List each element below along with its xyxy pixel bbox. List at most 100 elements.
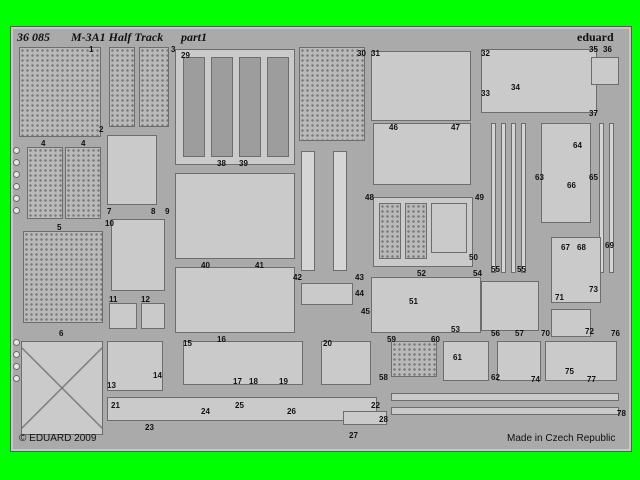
frame-32 bbox=[481, 49, 597, 113]
cluster-60-62 bbox=[443, 341, 489, 381]
part-number-label: 5 bbox=[57, 223, 62, 232]
cluster-75-77 bbox=[545, 341, 617, 381]
mesh-plate-3a bbox=[109, 47, 135, 127]
plate-13-14 bbox=[107, 341, 163, 391]
strip-78b bbox=[391, 407, 619, 415]
bracket-31 bbox=[371, 51, 471, 121]
part-number-label: 15 bbox=[183, 339, 192, 348]
panel-38-39 bbox=[175, 173, 295, 259]
plate-6 bbox=[21, 341, 103, 435]
part-number-label: 31 bbox=[371, 49, 380, 58]
part-number-label: 7 bbox=[107, 207, 112, 216]
part-number-label: 3 bbox=[171, 45, 176, 54]
mesh-plate-4b bbox=[65, 147, 101, 219]
rivet-hole bbox=[13, 171, 20, 178]
part-number-label: 64 bbox=[573, 141, 582, 150]
part-number-label: 71 bbox=[555, 293, 564, 302]
copyright: © EDUARD 2009 bbox=[19, 433, 97, 444]
part-number-label: 47 bbox=[451, 123, 460, 132]
cluster-51-53 bbox=[371, 277, 481, 333]
part-number-label: 2 bbox=[99, 125, 104, 134]
part-number-label: 24 bbox=[201, 407, 210, 416]
part-number-label: 38 bbox=[217, 159, 226, 168]
rivet-hole bbox=[13, 207, 20, 214]
part-number-label: 4 bbox=[41, 139, 46, 148]
part-number-label: 51 bbox=[409, 297, 418, 306]
part-number-label: 20 bbox=[323, 339, 332, 348]
panel-29-strip-c bbox=[239, 57, 261, 157]
part-number-label: 26 bbox=[287, 407, 296, 416]
rivet-hole bbox=[13, 351, 20, 358]
part-number-label: 69 bbox=[605, 241, 614, 250]
panel-29-strip-b bbox=[211, 57, 233, 157]
part-number-label: 12 bbox=[141, 295, 150, 304]
part-number-label: 70 bbox=[541, 329, 550, 338]
part-number-label: 32 bbox=[481, 49, 490, 58]
part-number-label: 43 bbox=[355, 273, 364, 282]
bar-d bbox=[521, 123, 526, 273]
part-number-label: 50 bbox=[469, 253, 478, 262]
mesh-48a bbox=[379, 203, 401, 259]
part-number-label: 41 bbox=[255, 261, 264, 270]
panel-40-41 bbox=[175, 267, 295, 333]
part-number-label: 77 bbox=[587, 375, 596, 384]
part-number-label: 74 bbox=[531, 375, 540, 384]
sheet-code: 36 085 bbox=[17, 30, 50, 44]
part-number-label: 28 bbox=[379, 415, 388, 424]
part-number-label: 57 bbox=[515, 329, 524, 338]
part-number-label: 18 bbox=[249, 377, 258, 386]
rivet-hole bbox=[13, 363, 20, 370]
rivet-hole bbox=[13, 195, 20, 202]
part-number-label: 42 bbox=[293, 273, 302, 282]
brand-logo: eduard bbox=[577, 30, 614, 44]
part-number-label: 11 bbox=[109, 295, 118, 304]
bar-e bbox=[599, 123, 604, 273]
part-number-label: 40 bbox=[201, 261, 210, 270]
rivet-hole bbox=[13, 183, 20, 190]
made-in: Made in Czech Republic bbox=[507, 433, 616, 444]
plate-46-47 bbox=[373, 123, 471, 185]
part-number-label: 8 bbox=[151, 207, 156, 216]
cluster-20-22 bbox=[321, 341, 371, 385]
strip-28 bbox=[343, 411, 387, 425]
part-number-label: 29 bbox=[181, 51, 190, 60]
parts-35-36 bbox=[591, 57, 619, 85]
part-number-label: 23 bbox=[145, 423, 154, 432]
cluster-74 bbox=[497, 341, 541, 381]
mesh-48b bbox=[405, 203, 427, 259]
part-number-label: 16 bbox=[217, 335, 226, 344]
part-number-label: 34 bbox=[511, 83, 520, 92]
part-number-label: 55 bbox=[517, 265, 526, 274]
part-number-label: 76 bbox=[611, 329, 620, 338]
mesh-plate-3b bbox=[139, 47, 169, 127]
part-number-label: 58 bbox=[379, 373, 388, 382]
part-number-label: 63 bbox=[535, 173, 544, 182]
part-number-label: 54 bbox=[473, 269, 482, 278]
part-number-label: 67 bbox=[561, 243, 570, 252]
rivet-hole bbox=[13, 339, 20, 346]
bar-c bbox=[511, 123, 516, 273]
part-number-label: 13 bbox=[107, 381, 116, 390]
part-number-label: 48 bbox=[365, 193, 374, 202]
part-number-label: 25 bbox=[235, 401, 244, 410]
cluster-63-66 bbox=[541, 123, 591, 223]
part-number-label: 4 bbox=[81, 139, 86, 148]
part-number-label: 1 bbox=[89, 45, 94, 54]
ladder-42 bbox=[301, 151, 315, 271]
sheet-part: part1 bbox=[181, 30, 208, 44]
sheet-title: M-3A1 Half Track bbox=[71, 30, 164, 44]
part-number-label: 62 bbox=[491, 373, 500, 382]
rivet-hole bbox=[13, 147, 20, 154]
bar-f bbox=[609, 123, 614, 273]
part-number-label: 19 bbox=[279, 377, 288, 386]
part-number-label: 49 bbox=[475, 193, 484, 202]
bar-b bbox=[501, 123, 506, 273]
box-49 bbox=[431, 203, 467, 253]
part-number-label: 75 bbox=[565, 367, 574, 376]
part-number-label: 59 bbox=[387, 335, 396, 344]
part-number-label: 44 bbox=[355, 289, 364, 298]
part-number-label: 61 bbox=[453, 353, 462, 362]
plate-71 bbox=[551, 309, 591, 337]
mesh-59 bbox=[391, 341, 437, 377]
part-number-label: 33 bbox=[481, 89, 490, 98]
